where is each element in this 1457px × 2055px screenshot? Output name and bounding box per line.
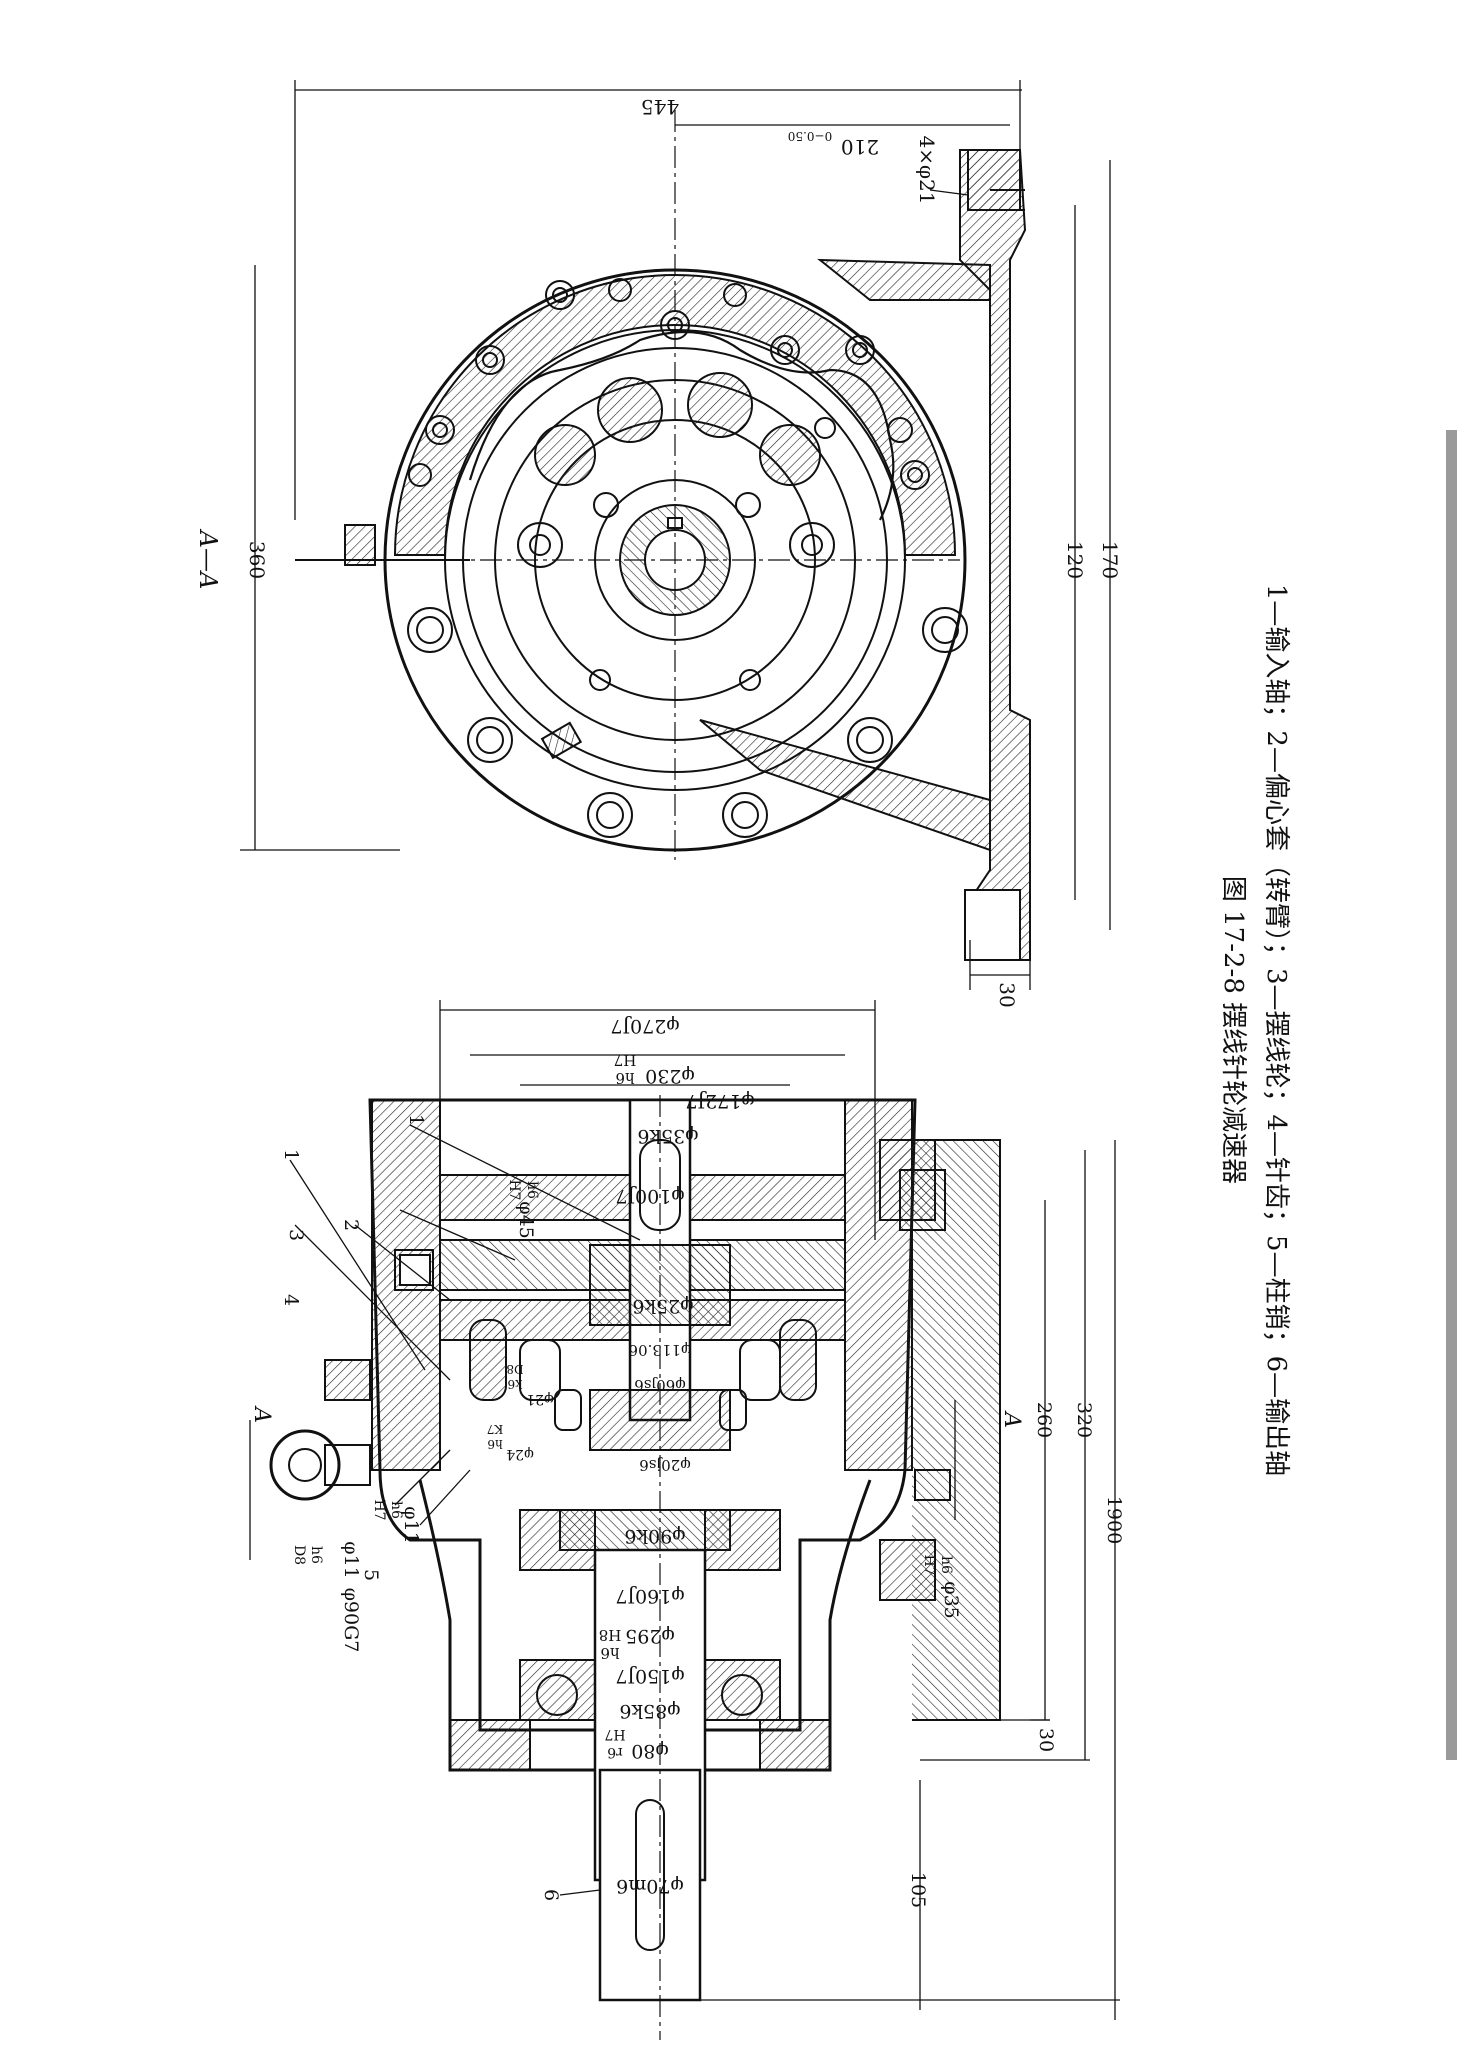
fit-295: φ295 (625, 1625, 675, 1647)
fit-172: φ172J7 (685, 1090, 754, 1112)
fit-11a-l: h6 (388, 1501, 404, 1519)
dim-hole: 4×φ21 (915, 136, 939, 205)
dim-30-side: 30 (1035, 1728, 1057, 1752)
side-section-view (249, 1000, 1120, 2040)
fit-160: φ160J7 (615, 1585, 684, 1607)
fit-35-l: h6 (938, 1556, 954, 1574)
fit-35k6: φ35k6 (637, 1125, 698, 1147)
fit-113: φ113.06 (629, 1341, 692, 1359)
housing-bolts (407, 607, 968, 838)
fit-11a: φ11 (400, 1506, 422, 1543)
fit-21-h: D8 (506, 1362, 523, 1376)
part-label-2: 2 (340, 1219, 362, 1231)
eyebolt (269, 1429, 341, 1501)
fit-150: φ150J7 (615, 1665, 684, 1687)
dim-360: 360 (245, 541, 269, 579)
fit-295-h: H8 (599, 1626, 622, 1644)
fit-45: φ45 (515, 1201, 537, 1238)
caption-title: 图 17-2-8 摆线针轮减速器 (1218, 876, 1248, 1184)
fit-11b-h: D8 (291, 1545, 307, 1565)
housing-ring (393, 274, 957, 556)
fit-80-l: r6 (607, 1744, 623, 1760)
fit-295-l: h6 (600, 1644, 619, 1662)
fit-20js6: φ20js6 (639, 1456, 690, 1474)
fit-90g7: φ90G7 (340, 1588, 362, 1653)
figure-caption: 图 17-2-8 摆线针轮减速器 1—输入轴；2—偏心套（转臂）；3—摆线轮；4… (1218, 584, 1291, 1476)
fit-11b-l: h6 (308, 1546, 324, 1564)
fit-45-h: H7 (506, 1179, 522, 1200)
dim-210: 210 (841, 135, 879, 159)
fit-70: φ70m6 (616, 1875, 684, 1897)
pin-teeth (408, 278, 930, 490)
part-label-5: 5 (360, 1569, 382, 1581)
section-label-aa: A—A (194, 529, 222, 590)
dim-120: 120 (1063, 541, 1087, 579)
part-label-1a: 1 (280, 1149, 302, 1161)
fit-60js6: φ60js6 (634, 1376, 685, 1394)
side-view-labels: φ270J7 φ230 H7 h6 φ172J7 φ35k6 φ100J7 φ4… (249, 1015, 1125, 1908)
fit-85: φ85k6 (619, 1700, 680, 1722)
center-lines (300, 110, 960, 860)
dimension-lines-side (249, 1000, 1120, 2020)
fit-11b: φ11 (340, 1541, 362, 1578)
dim-445: 445 (641, 95, 679, 119)
dim-1900: 1900 (1103, 1496, 1125, 1544)
section-view-aa (240, 80, 1111, 990)
fit-230: φ230 (645, 1065, 695, 1087)
dim-170: 170 (1098, 541, 1122, 579)
view-aa-labels: 445 210 0−0.50 4×φ21 A—A 360 120 170 30 (194, 95, 1122, 1008)
dim-320: 320 (1073, 1402, 1095, 1438)
fit-100: φ100J7 (615, 1185, 684, 1207)
section-mark-a-left: A (249, 1405, 274, 1423)
cycloid-disc-profile (468, 330, 895, 521)
dim-210-tol: 0−0.50 (788, 129, 832, 143)
dim-260: 260 (1033, 1402, 1055, 1438)
part-label-4: 4 (280, 1294, 302, 1306)
fit-24-h: K7 (487, 1422, 504, 1436)
pin-rollers (469, 1319, 817, 1431)
dim-105: 105 (907, 1872, 929, 1908)
caption-legend: 1—输入轴；2—偏心套（转臂）；3—摆线轮；4—针齿；5—柱销；6—输出轴 (1261, 584, 1291, 1476)
dim-30-aa: 30 (995, 982, 1019, 1007)
fit-35-h: H7 (921, 1554, 937, 1575)
fit-25k6: φ25k6 (632, 1295, 693, 1317)
part-label-6: 6 (540, 1889, 562, 1901)
fit-11a-h: H7 (371, 1499, 387, 1520)
fit-24: φ24 (506, 1446, 534, 1462)
fit-45-l: h6 (524, 1181, 540, 1199)
fit-80-h: H7 (604, 1726, 625, 1742)
fit-21: φ21 (526, 1391, 554, 1407)
fit-270: φ270J7 (610, 1015, 679, 1037)
page-edge-shadow (1446, 430, 1457, 1760)
fit-21-l: k6 (508, 1377, 523, 1391)
part-label-1b: 1 (405, 1114, 427, 1126)
fit-35: φ35 (940, 1581, 962, 1618)
output-pins (517, 372, 836, 568)
part-label-3: 3 (285, 1229, 307, 1241)
fit-230-l: h6 (615, 1069, 634, 1087)
fit-230-h: H7 (614, 1051, 637, 1069)
fit-90k6: φ90k6 (624, 1525, 685, 1547)
dimension-lines-aa (240, 80, 1111, 990)
fit-80: φ80 (631, 1740, 668, 1762)
fit-24-l: h6 (487, 1437, 502, 1451)
section-mark-a-right: A (999, 1410, 1024, 1428)
